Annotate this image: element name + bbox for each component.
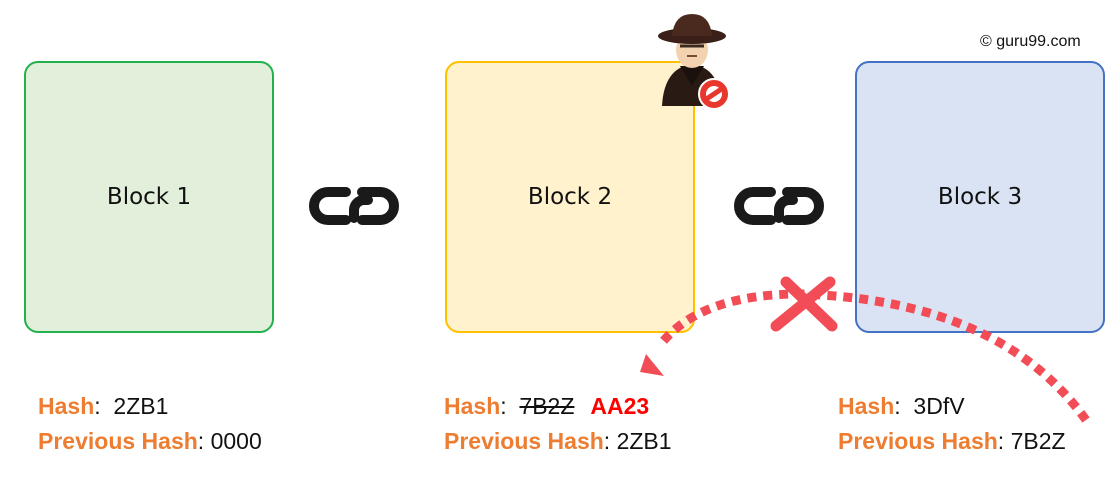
- block-3: Block 3: [855, 61, 1105, 333]
- block-3-title: Block 3: [937, 184, 1023, 210]
- hash-label: Hash: [838, 393, 895, 419]
- hash-value: 2ZB1: [113, 393, 169, 419]
- block-2: Block 2: [445, 61, 695, 333]
- block-3-info: Hash: 3DfV Previous Hash: 7B2Z: [838, 393, 1066, 454]
- block-1-info: Hash: 2ZB1 Previous Hash: 0000: [38, 393, 262, 454]
- prev-hash-value: 0000: [210, 428, 262, 454]
- new-hash-value: AA23: [590, 393, 650, 419]
- chain-link-icon: [734, 187, 824, 225]
- prev-hash-value: 7B2Z: [1010, 428, 1066, 454]
- chain-link-icon: [309, 187, 399, 225]
- copyright-text: © guru99.com: [980, 33, 1081, 50]
- hash-label: Hash: [38, 393, 95, 419]
- cross-x-icon: [770, 276, 838, 332]
- arrow-head: [640, 354, 664, 376]
- prev-hash-value: 2ZB1: [616, 428, 672, 454]
- hash-label: Hash: [444, 393, 501, 419]
- block-2-title: Block 2: [527, 184, 613, 210]
- old-hash-value: 7B2Z: [519, 393, 575, 419]
- hash-value: 3DfV: [913, 393, 965, 419]
- no-entry-icon: [698, 78, 730, 110]
- block-1: Block 1: [24, 61, 274, 333]
- block-1-title: Block 1: [106, 184, 192, 210]
- prev-hash-label: Previous Hash: [38, 428, 198, 454]
- prev-hash-label: Previous Hash: [444, 428, 604, 454]
- hacker-spy-icon: [658, 14, 730, 110]
- prev-hash-label: Previous Hash: [838, 428, 998, 454]
